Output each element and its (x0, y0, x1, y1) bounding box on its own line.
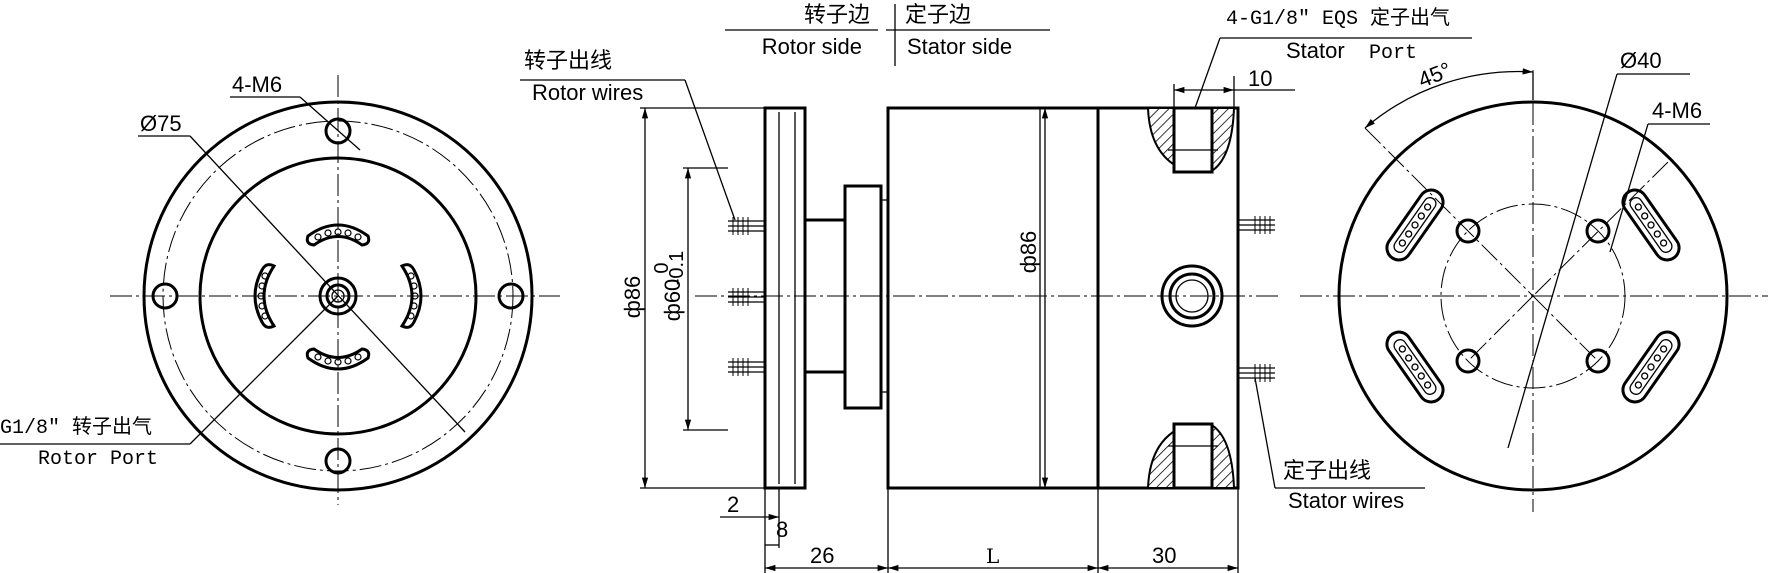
front-mounting-hole (497, 282, 525, 310)
front-port-bore (331, 289, 345, 303)
stator-side-cn: 定子边 (905, 2, 971, 27)
stator-port-spec: 4-G1/8″ EQS 定子出气 (1226, 6, 1450, 31)
rear-mounting-holes (1455, 218, 1611, 374)
rear-mounting-hole (1585, 348, 1611, 374)
stator-port-center (1160, 264, 1224, 328)
front-wire-slots (253, 223, 423, 371)
rear-angle-label: 45° (1415, 57, 1455, 93)
rear-hole-circle (1440, 203, 1626, 389)
rear-annotation-lines (1364, 68, 1710, 449)
dim-flange-lip: 2 (727, 492, 739, 517)
stator-port-label-b: Port (1369, 42, 1417, 65)
rear-holes-label: 4-M6 (1652, 98, 1702, 123)
rotor-flange (763, 106, 807, 490)
stator-body (886, 106, 1100, 490)
stator-wires-label: Stator wires (1288, 488, 1404, 513)
rear-mounting-hole (1455, 218, 1481, 244)
stator-port-bottom (1146, 422, 1236, 490)
front-port-inner (325, 283, 351, 309)
side-leaders (520, 37, 1472, 489)
stator-wires-cn: 定子出线 (1283, 458, 1371, 483)
front-inner-circle (198, 156, 478, 436)
front-view: 4-M6 Ø75 G1/8″ 转子出气 Rotor Port (0, 72, 560, 505)
front-flange-outline (142, 100, 534, 492)
rear-outer-circle (1337, 100, 1729, 492)
dim-flange-dia: ф86 (620, 276, 645, 319)
stator-port-label-a: Stator (1286, 38, 1345, 63)
dim-body-length: L (986, 544, 999, 568)
dim-shaft-tol-lower: -0.1 (666, 251, 688, 285)
front-wire-slot (305, 223, 371, 247)
rotor-wires-cn: 转子出线 (524, 48, 612, 73)
front-mounting-hole (324, 117, 352, 145)
front-mounting-holes-label: 4-M6 (232, 72, 282, 97)
front-rotor-port-label: Rotor Port (38, 448, 158, 471)
front-wire-slot (305, 347, 371, 371)
rear-view: 45° Ø40 4-M6 (1300, 48, 1768, 512)
rear-mounting-hole (1455, 348, 1481, 374)
dim-body-dia: ф86 (1016, 231, 1041, 274)
rear-wire-slot (1621, 330, 1681, 404)
rear-mounting-hole (1585, 218, 1611, 244)
rotor-wires-label: Rotor wires (532, 80, 643, 105)
stator-side-label: Stator side (907, 34, 1012, 59)
stator-wire-pins (1238, 216, 1275, 382)
rear-circle-label: Ø40 (1620, 48, 1662, 73)
rotor-wire-pins (728, 217, 765, 376)
rotor-shoulder (843, 184, 883, 410)
front-bolt-circle (162, 120, 514, 472)
front-bolt-circle-label: Ø75 (140, 111, 182, 136)
dim-stator-length: 30 (1152, 543, 1176, 568)
rear-wire-slot (1621, 188, 1681, 262)
dim-shaft-tol-upper: 0 (651, 262, 673, 273)
dim-port-offset: 10 (1248, 66, 1272, 91)
rotor-side-cn: 转子边 (804, 2, 870, 27)
front-mounting-hole (324, 447, 352, 475)
rear-angle-arc (1364, 68, 1534, 129)
dim-shaft-dia: ф60 (660, 279, 685, 322)
rear-diagonals (1364, 127, 1669, 362)
front-port-outer (318, 276, 358, 316)
stator-port-top (1146, 106, 1236, 174)
rear-wire-slot (1385, 330, 1445, 404)
side-dimensions (640, 76, 1295, 573)
side-headers (725, 4, 1050, 66)
front-leaders (0, 96, 466, 445)
dim-flange-thickness: 8 (776, 517, 788, 542)
rotor-side-label: Rotor side (762, 34, 862, 59)
rear-wire-slot (1385, 188, 1445, 262)
front-rotor-port-thread-label: G1/8″ 转子出气 (0, 415, 152, 440)
front-mounting-holes (151, 117, 525, 475)
dim-rotor-length: 26 (810, 543, 834, 568)
side-view: 转子边 Rotor side 定子边 Stator side (520, 2, 1472, 573)
front-mounting-hole (151, 282, 179, 310)
